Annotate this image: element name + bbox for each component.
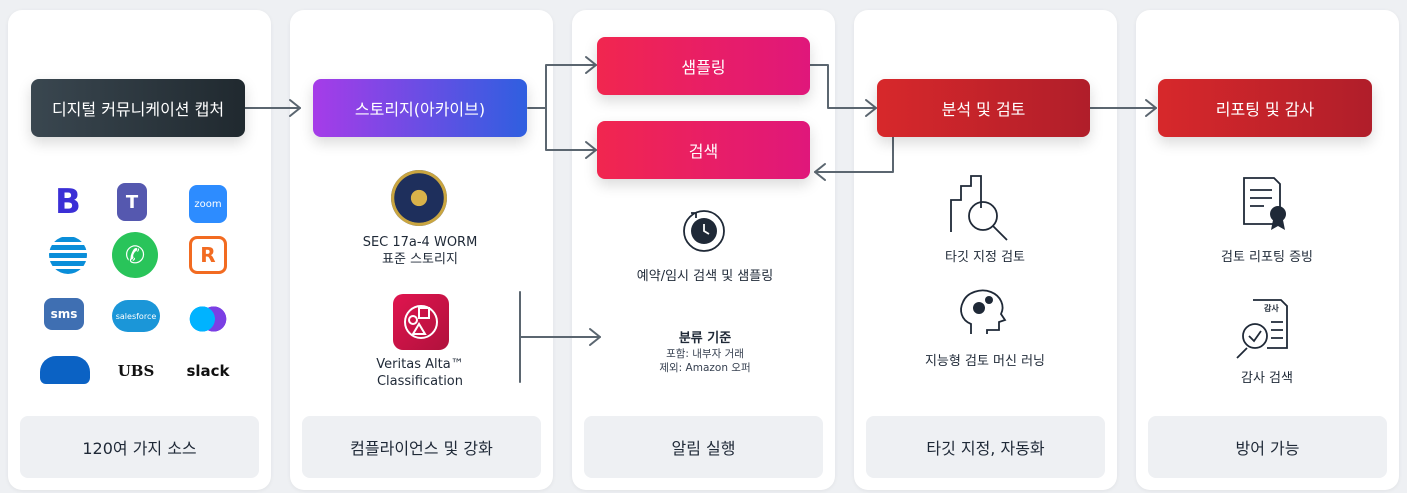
capture-step[interactable]: 디지털 커뮤니케이션 캡처 (31, 79, 245, 137)
teams-logo-icon: T (117, 183, 147, 221)
column-footer: 컴플라이언스 및 강화 (302, 416, 541, 478)
sms-logo-icon: sms (44, 298, 84, 330)
slack-logo-icon: slack (186, 362, 230, 380)
column-footer: 방어 가능 (1148, 416, 1387, 478)
sampling-step[interactable]: 샘플링 (597, 37, 810, 95)
ubs-logo-icon: UBS (117, 362, 155, 380)
column-footer: 알림 실행 (584, 416, 823, 478)
veritas-caption: Veritas Alta™ Classification (330, 356, 510, 390)
r-logo-icon: R (189, 236, 227, 274)
classify-block: 분류 기준 포함: 내부자 거래 제외: Amazon 오퍼 (600, 330, 810, 375)
shapes-icon (404, 305, 438, 339)
classify-exclude: 제외: Amazon 오퍼 (659, 362, 751, 374)
targeted-review-icon (950, 175, 1008, 241)
sec-caption: SEC 17a-4 WORM 표준 스토리지 (330, 234, 510, 268)
att-logo-icon (49, 236, 87, 274)
analysis-step[interactable]: 분석 및 검토 (877, 79, 1090, 137)
ml-caption: 지능형 검토 머신 러닝 (924, 354, 1046, 369)
column-footer: 타깃 지정, 자동화 (866, 416, 1105, 478)
schedule-caption: 예약/임시 검색 및 샘플링 (636, 269, 774, 284)
search-step[interactable]: 검색 (597, 121, 810, 179)
report-certificate-icon (1243, 177, 1286, 230)
classify-title: 분류 기준 (678, 331, 732, 346)
ml-head-gears-icon (960, 289, 1007, 334)
audit-search-icon (1236, 299, 1288, 359)
classify-include: 포함: 내부자 거래 (666, 348, 744, 360)
veritas-caption-line1: Veritas Alta™ (376, 357, 464, 372)
targeted-caption: 타깃 지정 검토 (944, 250, 1026, 265)
sec-seal-icon (391, 170, 447, 226)
salesforce-logo-icon: salesforce (112, 300, 160, 332)
webex-logo-icon (189, 300, 227, 338)
column-footer: 120여 가지 소스 (20, 416, 259, 478)
review-report-caption: 검토 리포팅 증빙 (1221, 250, 1313, 265)
sec-caption-line2: 표준 스토리지 (382, 252, 458, 267)
zoom-logo-icon: zoom (189, 185, 227, 223)
whatsapp-logo-icon: ✆ (112, 232, 158, 278)
storage-step[interactable]: 스토리지(아카이브) (313, 79, 527, 137)
audit-search-caption: 감사 검색 (1241, 371, 1293, 386)
sec-caption-line1: SEC 17a-4 WORM (362, 235, 478, 250)
b-logo-icon: B (55, 182, 81, 222)
veritas-classification-icon (393, 294, 449, 350)
onedrive-logo-icon (40, 356, 90, 384)
reporting-step[interactable]: 리포팅 및 감사 (1158, 79, 1372, 137)
veritas-caption-line2: Classification (376, 374, 464, 389)
clock-refresh-icon (683, 210, 725, 252)
audit-badge-label: 감사 (1264, 304, 1279, 313)
